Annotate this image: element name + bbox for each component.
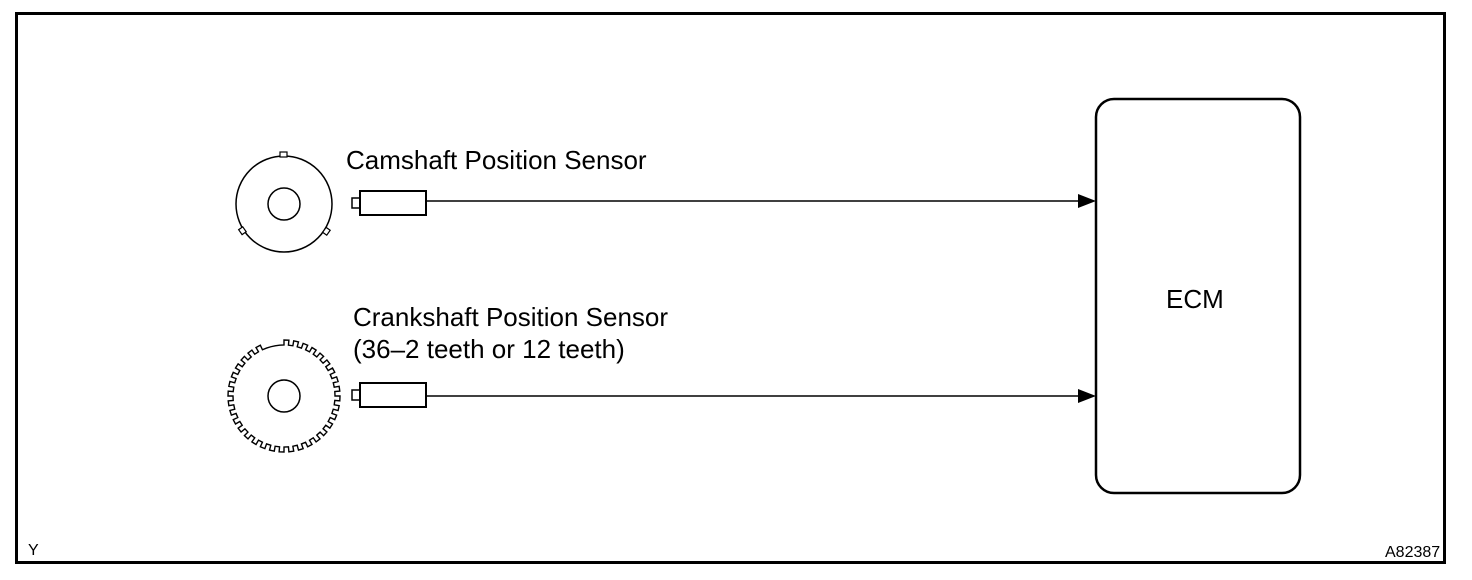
crankshaft-sensor-label: Crankshaft Position Sensor: [353, 302, 669, 332]
crankshaft-sensor: [351, 382, 427, 408]
camshaft-sensor-label: Camshaft Position Sensor: [346, 145, 647, 175]
figure-id: A82387: [1385, 544, 1441, 561]
ecm-label: ECM: [1166, 284, 1224, 314]
crankshaft-rotor: [227, 339, 341, 453]
ecm-box: [1094, 97, 1302, 495]
diagram-frame: [15, 12, 1446, 564]
corner-code-left: Y: [28, 542, 39, 559]
crankshaft-signal-line: [426, 389, 1096, 403]
camshaft-rotor: [235, 151, 333, 253]
camshaft-sensor: [351, 190, 427, 216]
camshaft-signal-line: [426, 194, 1096, 208]
crankshaft-teeth-note: (36–2 teeth or 12 teeth): [353, 334, 625, 364]
